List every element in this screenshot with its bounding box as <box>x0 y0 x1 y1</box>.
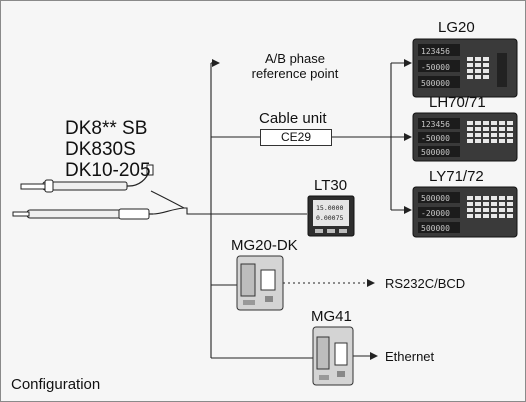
mg20-dk-label: MG20-DK <box>231 237 298 254</box>
ethernet-label: Ethernet <box>385 349 435 364</box>
ab-phase-label-line2: reference point <box>251 66 339 81</box>
counter-lh70-71-icon: 123456 -50000 500000 <box>412 112 518 162</box>
counter-lg20-icon: 123456 -50000 500000 <box>412 38 518 98</box>
ab-phase-label-line1: A/B phase <box>265 51 325 66</box>
svg-text:123456: 123456 <box>421 120 450 129</box>
lt30-display-icon: 15.0000 0.00075 <box>307 195 355 237</box>
mg41-unit-icon <box>312 326 354 386</box>
svg-text:123456: 123456 <box>421 47 450 56</box>
main-trunk-line <box>184 59 412 359</box>
counter-lg20-label: LG20 <box>438 19 475 36</box>
mg20-dk-unit-icon <box>236 255 284 311</box>
scale-probe-icon <box>20 164 185 209</box>
counter-ly71-72-icon: 500000 -20000 500000 <box>412 186 518 238</box>
svg-text:500000: 500000 <box>421 148 450 157</box>
scale-model-1: DK8** SB <box>65 118 148 139</box>
counter-ly71-72-label: LY71/72 <box>429 168 484 185</box>
scale-model-2: DK830S <box>65 139 136 160</box>
scale-straight-icon <box>12 207 185 220</box>
cable-unit-label: Cable unit <box>259 110 327 127</box>
configuration-caption: Configuration <box>11 376 101 393</box>
svg-text:-50000: -50000 <box>421 134 450 143</box>
counter-lh70-71-label: LH70/71 <box>429 94 486 111</box>
svg-text:-20000: -20000 <box>421 209 450 218</box>
rs232c-bcd-label: RS232C/BCD <box>385 276 466 291</box>
counter-branch-lines <box>390 59 412 214</box>
svg-text:-50000: -50000 <box>421 63 450 72</box>
lt30-label: LT30 <box>314 177 348 194</box>
scale-model-3: DK10-205 <box>65 160 151 181</box>
mg41-label: MG41 <box>311 308 352 325</box>
cable-unit-model-box: CE29 <box>260 129 332 146</box>
svg-text:500000: 500000 <box>421 79 450 88</box>
svg-text:500000: 500000 <box>421 194 450 203</box>
svg-text:15.0000: 15.0000 <box>316 204 343 212</box>
svg-text:0.00075: 0.00075 <box>316 214 343 222</box>
svg-text:500000: 500000 <box>421 224 450 233</box>
